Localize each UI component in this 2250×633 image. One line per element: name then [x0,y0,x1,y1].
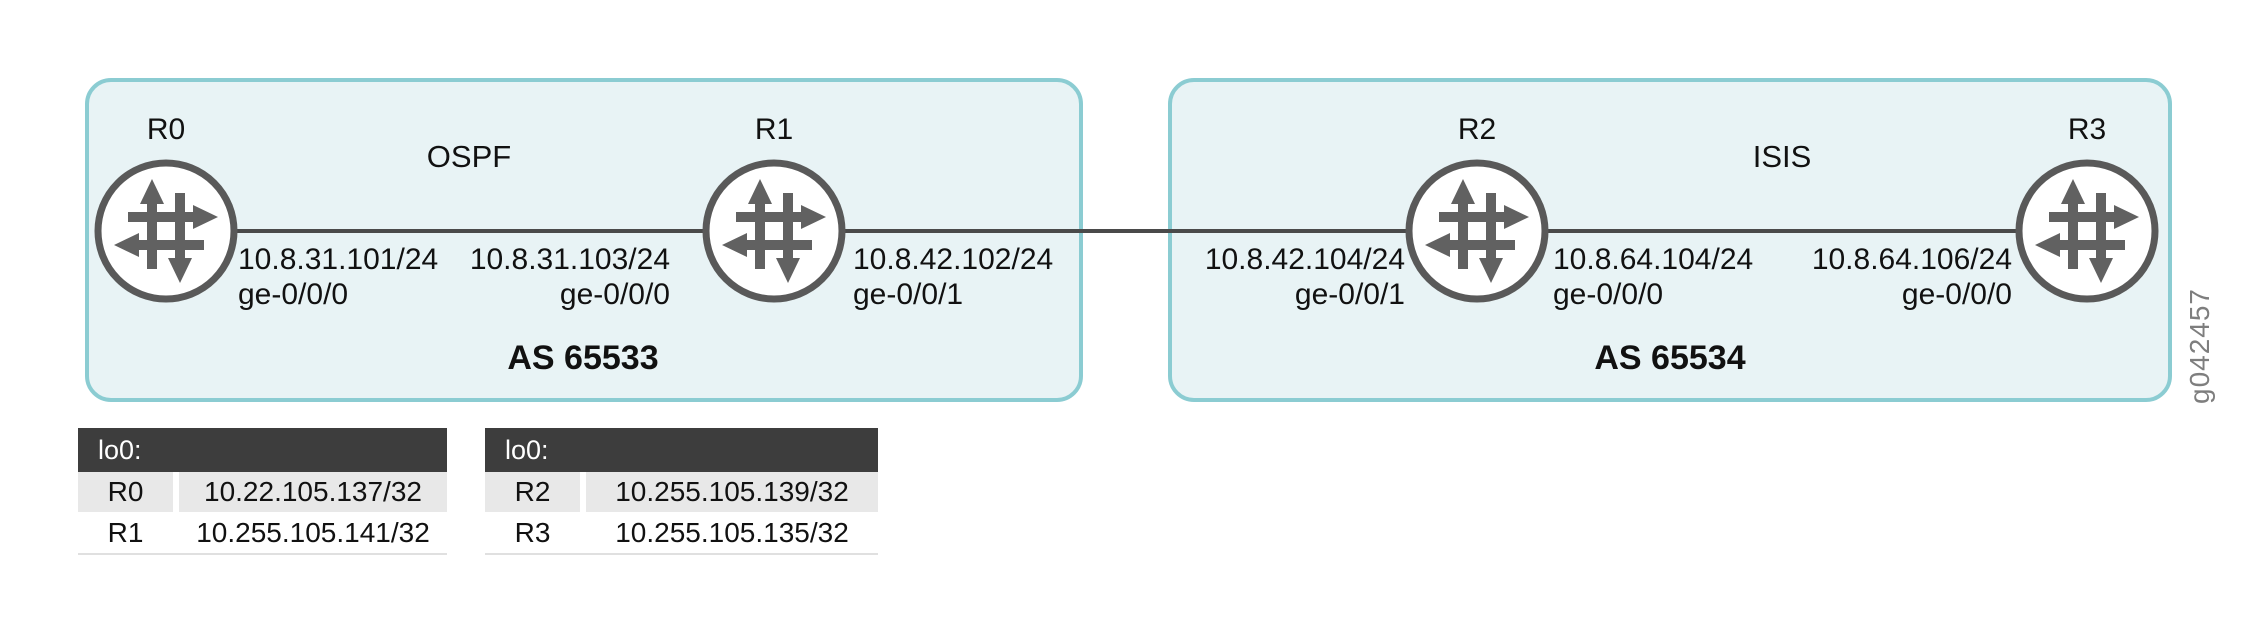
loopback-table-r0-r1: lo0: R0 10.22.105.137/32 R1 10.255.105.1… [78,428,447,555]
iface-label-r2-right: 10.8.64.104/24 ge-0/0/0 [1553,242,1753,312]
iface-ip: 10.8.42.102/24 [853,243,1054,276]
iface-port: ge-0/0/1 [853,278,964,311]
as-65533-label: AS 65533 [507,339,659,377]
address-cell: 10.255.105.141/32 [196,517,430,548]
router-r1-icon [702,159,846,303]
as-65534-box [1168,78,2172,402]
router-r0-label: R0 [146,113,186,146]
router-r2-icon [1405,159,1549,303]
loopback-table-r2-r3: lo0: R2 10.255.105.139/32 R3 10.255.105.… [485,428,878,555]
iface-ip: 10.8.64.104/24 [1553,243,1754,276]
iface-ip: 10.8.31.101/24 [238,243,439,276]
link-line [166,229,2087,233]
table-header: lo0: [485,428,878,472]
iface-port: ge-0/0/1 [1294,278,1405,311]
iface-label-r1-left: 10.8.31.103/24 ge-0/0/0 [270,242,670,312]
iface-ip: 10.8.31.103/24 [469,243,670,276]
router-r3-icon [2015,159,2159,303]
as-65534-label: AS 65534 [1594,339,1746,377]
figure-id-label: g042457 [2184,287,2215,404]
iface-port: ge-0/0/0 [1901,278,2012,311]
iface-label-r1-right: 10.8.42.102/24 ge-0/0/1 [853,242,1053,312]
address-cell: 10.255.105.139/32 [586,472,878,512]
iface-label-r0-right: 10.8.31.101/24 ge-0/0/0 [238,242,438,312]
table-row: R3 10.255.105.135/32 [485,512,878,555]
iface-port: ge-0/0/0 [238,278,349,311]
iface-port: ge-0/0/0 [1553,278,1664,311]
table-row: R0 10.22.105.137/32 [78,472,447,512]
address-cell: 10.255.105.135/32 [615,517,849,548]
iface-port: ge-0/0/0 [559,278,670,311]
as-65533-box [85,78,1083,402]
iface-ip: 10.8.42.104/24 [1204,243,1405,276]
protocol-isis-label: ISIS [1752,139,1812,174]
router-r2-label: R2 [1457,113,1497,146]
router-r3-label: R3 [2067,113,2107,146]
protocol-ospf-label: OSPF [426,139,512,174]
iface-label-r2-left: 10.8.42.104/24 ge-0/0/1 [1005,242,1405,312]
router-cell: R2 [485,472,580,512]
router-cell: R3 [514,517,551,548]
router-r0-icon [94,159,238,303]
iface-label-r3-left: 10.8.64.106/24 ge-0/0/0 [1612,242,2012,312]
router-cell: R0 [78,472,173,512]
table-header: lo0: [78,428,447,472]
table-row: R1 10.255.105.141/32 [78,512,447,555]
router-cell: R1 [107,517,144,548]
router-r1-label: R1 [754,113,794,146]
iface-ip: 10.8.64.106/24 [1811,243,2012,276]
address-cell: 10.22.105.137/32 [179,472,447,512]
table-row: R2 10.255.105.139/32 [485,472,878,512]
